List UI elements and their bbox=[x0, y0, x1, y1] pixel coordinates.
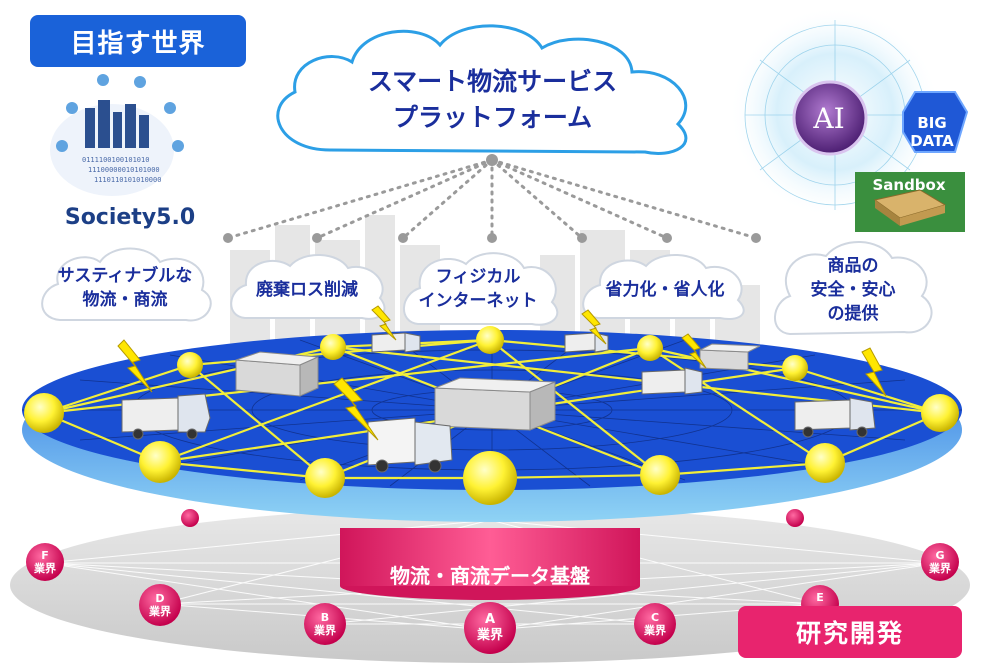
cloud-connections bbox=[226, 158, 758, 240]
goal-product-safety: 商品の 安全・安心 の提供 bbox=[810, 256, 896, 324]
data-platform-cylinder bbox=[340, 528, 640, 600]
svg-text:1110110101010000: 1110110101010000 bbox=[94, 176, 161, 184]
society-label: Society5.0 bbox=[64, 204, 196, 230]
network-node bbox=[463, 451, 517, 505]
industry-label-d: D 業界 bbox=[149, 592, 171, 618]
industry-label-a: A 業界 bbox=[476, 612, 503, 643]
industry-node-b bbox=[304, 603, 346, 645]
sandbox-label: Sandbox bbox=[872, 176, 946, 194]
industry-label-b: B 業界 bbox=[314, 611, 336, 637]
svg-text:11100000010101000: 11100000010101000 bbox=[88, 166, 160, 174]
industry-node-d bbox=[139, 584, 181, 626]
goal-waste-reduction: 廃棄ロス削減 bbox=[256, 280, 358, 300]
goal-sustainable-logistics: サスティナブルな 物流・商流 bbox=[57, 266, 193, 310]
industry-label-f: F 業界 bbox=[34, 549, 56, 575]
network-node bbox=[640, 455, 680, 495]
industry-node-f bbox=[26, 543, 64, 581]
network-nodes bbox=[24, 326, 959, 505]
industry-nodes bbox=[26, 509, 959, 654]
ai-label: AI bbox=[813, 101, 845, 135]
network-node bbox=[921, 394, 959, 432]
ai-network-icon bbox=[729, 6, 969, 218]
cloud-icon bbox=[276, 24, 688, 155]
network-node bbox=[782, 355, 808, 381]
network-node bbox=[305, 458, 345, 498]
network-node bbox=[24, 393, 64, 433]
big-data-hexagon bbox=[902, 91, 969, 153]
industry-label-g: G 業界 bbox=[929, 549, 951, 575]
svg-text:0111100100101010: 0111100100101010 bbox=[82, 156, 149, 164]
network-node bbox=[177, 352, 203, 378]
industry-node-g bbox=[921, 543, 959, 581]
goal-clouds bbox=[41, 241, 933, 336]
industry-label-c: C 業界 bbox=[644, 611, 666, 637]
industry-label-e: E bbox=[816, 590, 824, 604]
lightning-icon bbox=[117, 305, 887, 441]
rnd-badge: 研究開発 bbox=[738, 606, 962, 658]
platform-cloud-title: スマート物流サービス プラットフォーム bbox=[367, 67, 618, 132]
vision-title-badge: 目指す世界 bbox=[30, 15, 246, 67]
network-node bbox=[637, 335, 663, 361]
data-platform-label: 物流・商流データ基盤 bbox=[390, 563, 590, 588]
big-data-label: BIG DATA bbox=[910, 114, 954, 150]
industry-node-c bbox=[634, 603, 676, 645]
goal-labor-saving: 省力化・省人化 bbox=[605, 280, 725, 300]
warehouse-icon bbox=[235, 343, 761, 431]
truck-icon bbox=[121, 332, 876, 473]
network-node bbox=[320, 334, 346, 360]
goal-physical-internet: フィジカル インターネット bbox=[418, 267, 538, 311]
connection-points bbox=[223, 154, 761, 243]
chip-icon bbox=[855, 172, 965, 232]
globe-city-icon: 0111100100101010 11100000010101000 11101… bbox=[50, 74, 184, 196]
network-node bbox=[476, 326, 504, 354]
network-node bbox=[805, 443, 845, 483]
industry-node-a bbox=[464, 602, 516, 654]
network-node bbox=[139, 441, 181, 483]
